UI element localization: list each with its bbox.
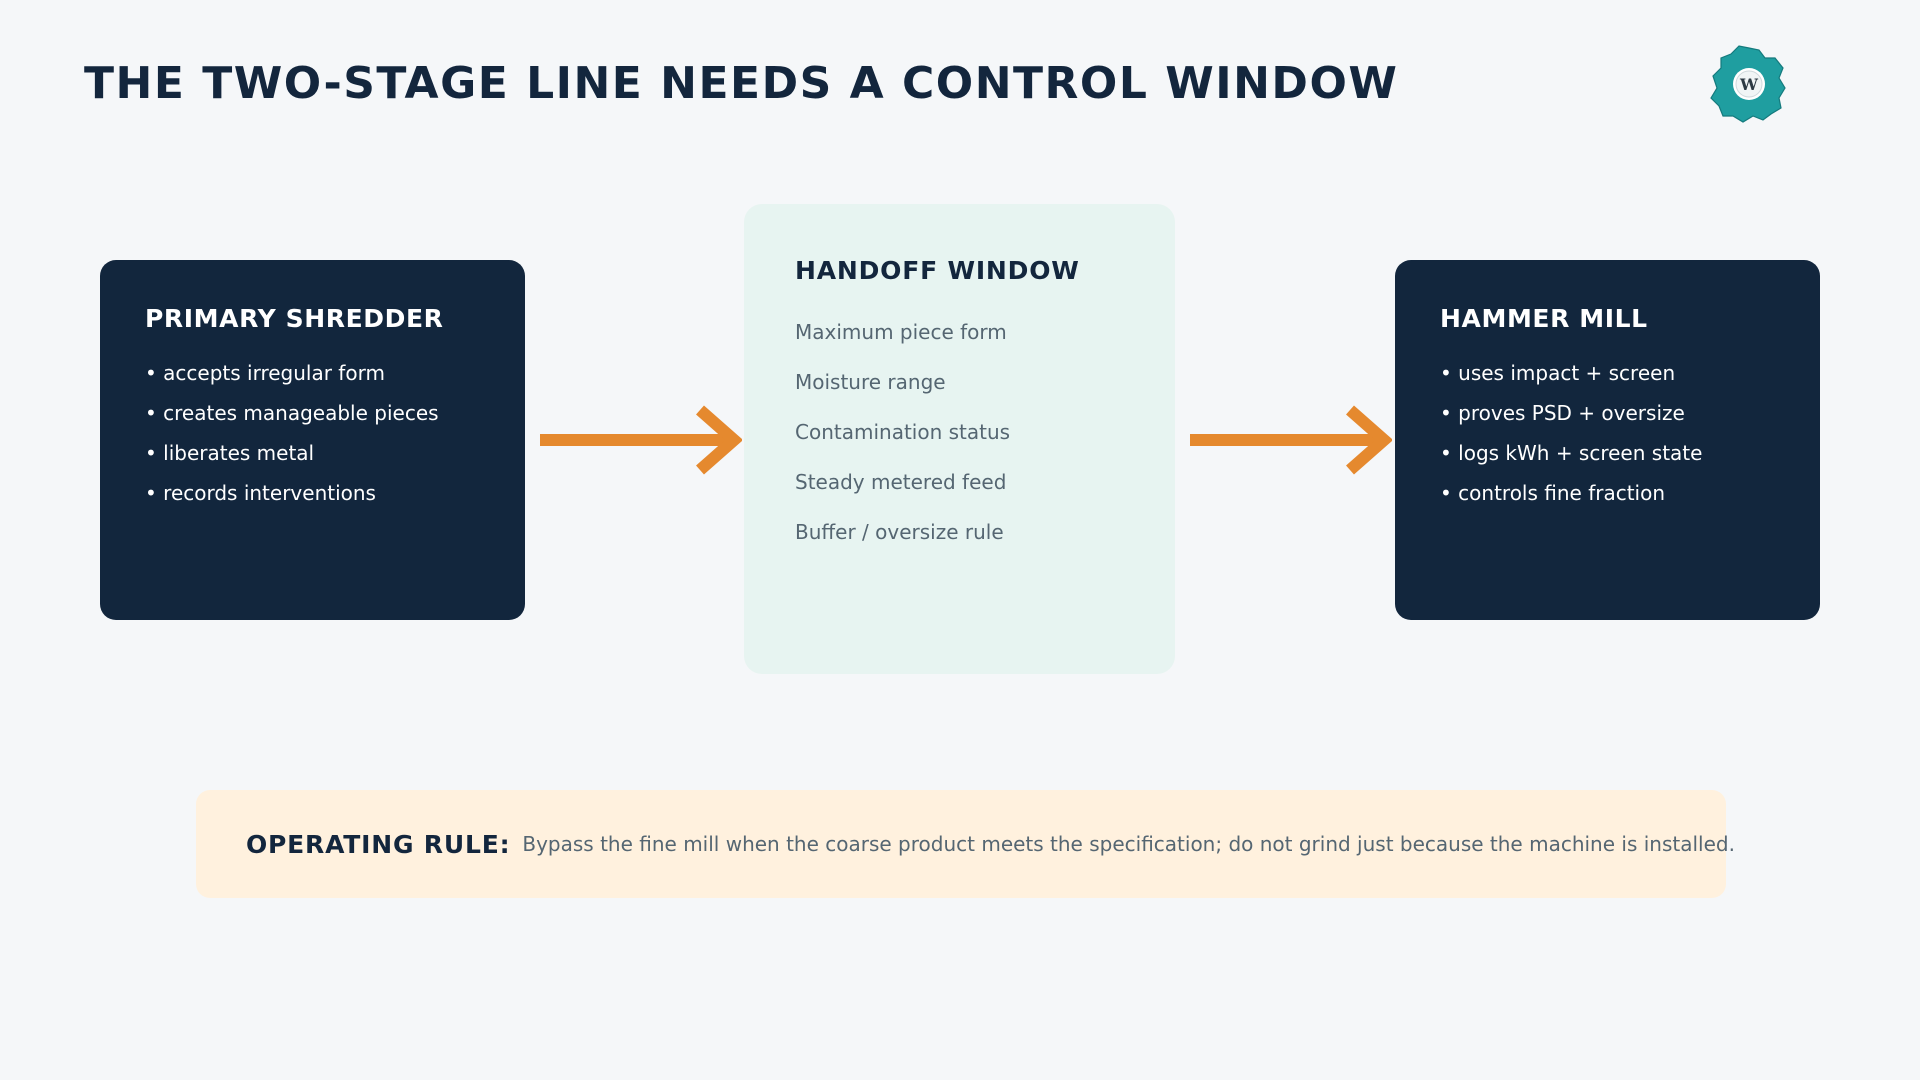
- list-item: Contamination status: [795, 420, 1011, 444]
- logo-letter: W: [1739, 75, 1759, 94]
- handoff-window-list: Maximum piece form Moisture range Contam…: [795, 307, 1175, 557]
- hammer-mill-title: HAMMER MILL: [1440, 304, 1648, 333]
- list-item: Maximum piece form: [795, 320, 1007, 344]
- page-title: THE TWO-STAGE LINE NEEDS A CONTROL WINDO…: [84, 58, 1399, 109]
- primary-shredder-list: accepts irregular form creates manageabl…: [145, 353, 525, 513]
- list-item: Moisture range: [795, 370, 946, 394]
- list-item: liberates metal: [145, 433, 525, 473]
- primary-shredder-box: PRIMARY SHREDDER accepts irregular form …: [100, 260, 525, 620]
- list-item: uses impact + screen: [1440, 353, 1820, 393]
- list-item: Buffer / oversize rule: [795, 520, 1004, 544]
- operating-rule-label: OPERATING RULE:: [246, 829, 511, 859]
- list-item: logs kWh + screen state: [1440, 433, 1820, 473]
- hammer-mill-box: HAMMER MILL uses impact + screen proves …: [1395, 260, 1820, 620]
- list-item: creates manageable pieces: [145, 393, 525, 433]
- list-item: accepts irregular form: [145, 353, 525, 393]
- operating-rule-text: Bypass the fine mill when the coarse pro…: [522, 832, 1735, 856]
- arrow-right-icon: [1188, 402, 1392, 478]
- list-item: records interventions: [145, 473, 525, 513]
- handoff-window-title: HANDOFF WINDOW: [795, 256, 1080, 285]
- list-item: controls fine fraction: [1440, 473, 1820, 513]
- list-item: Steady metered feed: [795, 470, 1007, 494]
- handoff-window-box: HANDOFF WINDOW Maximum piece form Moistu…: [744, 204, 1175, 674]
- operating-rule-banner: OPERATING RULE: Bypass the fine mill whe…: [196, 790, 1735, 898]
- list-item: proves PSD + oversize: [1440, 393, 1820, 433]
- gear-logo-icon: W: [1696, 36, 1806, 132]
- primary-shredder-title: PRIMARY SHREDDER: [145, 304, 444, 333]
- hammer-mill-list: uses impact + screen proves PSD + oversi…: [1440, 353, 1820, 513]
- arrow-right-icon: [538, 402, 742, 478]
